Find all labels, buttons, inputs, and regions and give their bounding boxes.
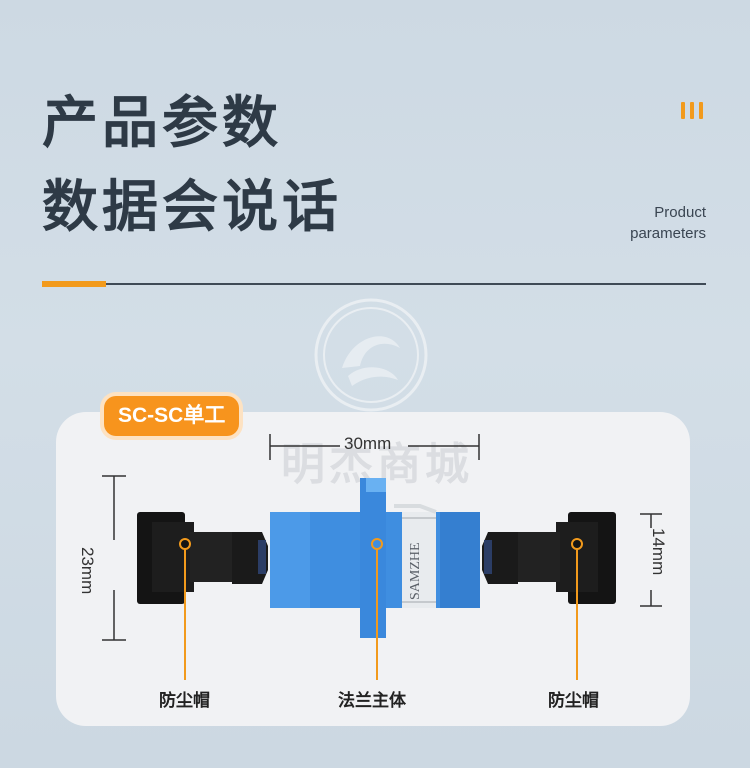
subtitle: Product parameters	[630, 202, 706, 244]
left-height-dimension-label: 23mm	[78, 547, 97, 595]
width-dimension-line	[269, 434, 480, 460]
menu-bars-icon	[681, 102, 703, 119]
right-marker-icon	[571, 538, 583, 550]
width-dimension-label: 30mm	[344, 434, 392, 453]
subtitle-line-1: Product	[654, 204, 706, 221]
product-tag: SC-SC单工	[104, 396, 240, 436]
brand-text: SAMZHE	[408, 542, 423, 600]
left-dust-cap-label: 防尘帽	[159, 691, 210, 710]
leader-lines	[184, 544, 578, 680]
header-divider	[42, 283, 706, 285]
right-dust-cap	[482, 512, 616, 604]
middle-marker-icon	[371, 538, 383, 550]
flange-body-label: 法兰主体	[338, 691, 406, 710]
left-height-dimension-line	[102, 475, 126, 641]
flange-body: SAMZHE	[270, 478, 480, 638]
leader-dots	[179, 538, 583, 550]
left-marker-icon	[179, 538, 191, 550]
subtitle-line-2: parameters	[630, 225, 706, 242]
right-height-dimension-line	[640, 513, 662, 607]
page-title-line-2: 数据会说话	[42, 175, 342, 240]
right-dust-cap-label: 防尘帽	[548, 691, 599, 710]
brand-logo-icon	[314, 298, 428, 412]
divider-accent	[42, 281, 106, 287]
right-height-dimension-label: 14mm	[649, 528, 668, 576]
page-title-line-1: 产品参数	[42, 91, 282, 156]
left-dust-cap	[137, 512, 268, 604]
